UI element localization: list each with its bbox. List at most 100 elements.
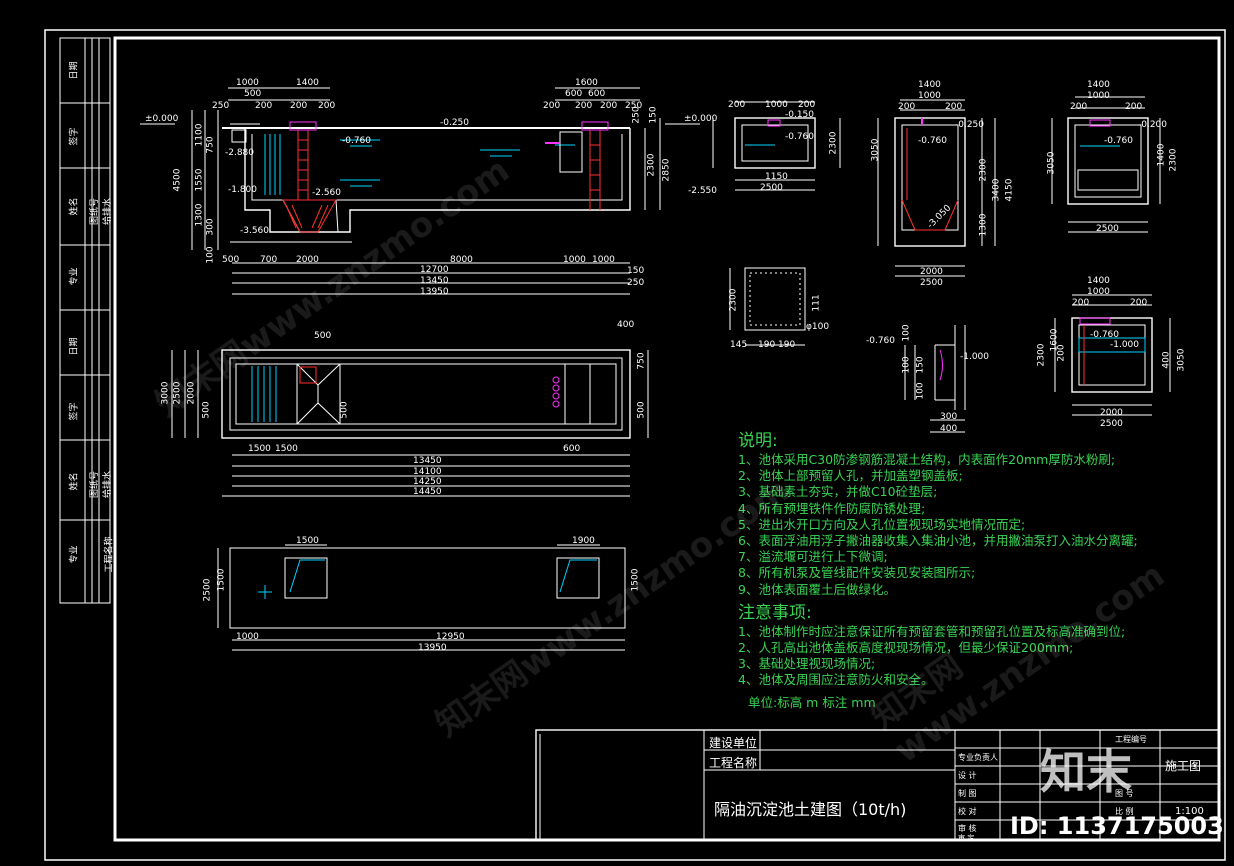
- dim-label: 2000: [296, 255, 319, 265]
- dim-label: 250: [212, 101, 230, 111]
- level-mark: ±0.000: [684, 114, 718, 124]
- level-mark: -1.000: [1110, 340, 1140, 350]
- dim-label: 13950: [420, 287, 449, 297]
- note-item: 9、池体表面覆土后做绿化。: [738, 581, 896, 597]
- strip-label: 签字: [69, 402, 80, 421]
- scale-value: 1:100: [1175, 806, 1204, 817]
- dim-label: 400: [940, 424, 958, 434]
- dim-label: 3400: [991, 178, 1002, 202]
- dim-label: 250: [625, 101, 643, 111]
- dim-label: 190: [758, 340, 776, 350]
- section-a: [712, 101, 841, 191]
- dim-label: 13950: [418, 643, 447, 653]
- dim-label: 2500: [760, 183, 783, 193]
- dim-label: 1100: [194, 123, 205, 147]
- note-item: 4、所有预埋铁件作防腐防锈处理;: [738, 500, 926, 516]
- dim-label: 2300: [646, 153, 657, 177]
- dim-label: 12700: [420, 265, 449, 275]
- dim-label: 300: [940, 412, 958, 422]
- dim-label: 200: [255, 101, 273, 111]
- dim-label: 500: [244, 89, 262, 99]
- section-d: [1054, 294, 1171, 416]
- strip-label: 姓名: [69, 197, 80, 216]
- strip-label: 专业: [69, 267, 80, 286]
- dim-label: 145: [730, 340, 748, 350]
- strip-label: 图纸号: [90, 197, 101, 226]
- caution-item: 3、基础处理视现场情况;: [738, 656, 876, 672]
- dim-label: 2500: [1100, 419, 1123, 429]
- dim-label: 111: [811, 294, 822, 312]
- dim-label: 500: [314, 331, 332, 341]
- client-label: 建设单位: [709, 736, 758, 750]
- level-mark: -1.000: [960, 352, 990, 362]
- strip-label: 日期: [69, 337, 80, 356]
- note-item: 1、池体采用C30防渗钢筋混凝土结构，内表面作20mm厚防水粉刷;: [738, 452, 1116, 467]
- notes-heading: 说明:: [738, 431, 778, 451]
- strip-label: 图纸号: [90, 470, 101, 499]
- dim-label: 500: [636, 401, 647, 419]
- dim-label: 1600: [575, 78, 598, 88]
- dim-label: 200: [1130, 298, 1148, 308]
- level-mark: -0.760: [918, 136, 948, 146]
- level-mark: -2.560: [312, 188, 342, 198]
- dim-label: 100: [901, 324, 912, 342]
- dim-label: 200: [575, 101, 593, 111]
- project-number-label: 工程编号: [1115, 735, 1147, 744]
- drawing-number-label: 图 号: [1115, 789, 1134, 798]
- plan-view: [171, 349, 649, 497]
- dim-label: 1500: [275, 444, 298, 454]
- dim-label: 250: [631, 106, 642, 124]
- level-mark: -3.560: [240, 226, 270, 236]
- dim-label: 1000: [765, 100, 788, 110]
- dim-label: 1400: [1087, 276, 1110, 286]
- level-mark: -0.760: [866, 336, 896, 346]
- dim-label: 200: [600, 101, 618, 111]
- section-c: [1051, 96, 1161, 233]
- level-mark: -0.760: [342, 136, 372, 146]
- caution-item: 4、池体及周围应注意防火和安全。: [738, 672, 934, 688]
- dim-label: 500: [339, 401, 350, 419]
- caution-item: 2、人孔高出池体盖板高度视现场情况，但最少保证200mm;: [738, 640, 1074, 656]
- stage-value: 施工图: [1165, 759, 1202, 773]
- dim-label: 4150: [1004, 178, 1015, 202]
- dim-label: 200: [1072, 298, 1090, 308]
- dim-label: 190: [778, 340, 796, 350]
- level-mark: -2.550: [688, 186, 718, 196]
- sign-row: 专业负责人: [958, 753, 998, 762]
- note-item: 6、表面浮油用浮子撇油器收集入集油小池，并用撇油泵打入油水分离罐;: [738, 533, 1138, 549]
- dim-label: 300: [205, 218, 216, 236]
- level-mark: -0.200: [1138, 120, 1168, 130]
- dim-label: 200: [543, 101, 561, 111]
- dim-label: 14450: [413, 487, 442, 497]
- dim-label: 12950: [436, 632, 465, 642]
- cover-plate: [729, 267, 806, 346]
- dim-label: 2500: [1096, 224, 1119, 234]
- dim-label: 200: [1070, 102, 1088, 112]
- dim-label: 200: [1125, 102, 1143, 112]
- dim-label: 200: [318, 101, 336, 111]
- dim-label: 200: [798, 100, 816, 110]
- dim-label: 1500: [216, 568, 227, 592]
- note-item: 2、池体上部预留人孔，并加盖塑钢盖板;: [738, 468, 963, 484]
- dim-label: 100: [915, 382, 926, 400]
- dim-label: 1400: [296, 78, 319, 88]
- dim-label: 200: [945, 102, 963, 112]
- brand-logo: 知末: [1040, 745, 1132, 799]
- caution-item: 1、池体制作时应注意保证所有预留套管和预留孔位置及标高准确到位;: [738, 623, 1126, 639]
- dim-label: 250: [627, 278, 645, 288]
- strip-label: 给排水: [103, 197, 114, 226]
- section-b: [877, 99, 996, 277]
- dim-label: 1300: [978, 213, 989, 237]
- dim-label: 1500: [248, 444, 271, 454]
- level-mark: -2.880: [225, 148, 255, 158]
- dim-label: 1300: [194, 203, 205, 227]
- design-notes: 说明: 1、池体采用C30防渗钢筋混凝土结构，内表面作20mm厚防水粉刷; 2、…: [738, 430, 1138, 711]
- dim-label: 1000: [236, 632, 259, 642]
- dim-label: 14250: [413, 477, 442, 487]
- dim-label: 1500: [296, 536, 319, 546]
- level-mark: -0.150: [785, 110, 815, 120]
- dim-label: 3050: [1176, 348, 1187, 372]
- dim-label: 200: [898, 102, 916, 112]
- dim-label: 13450: [420, 276, 449, 286]
